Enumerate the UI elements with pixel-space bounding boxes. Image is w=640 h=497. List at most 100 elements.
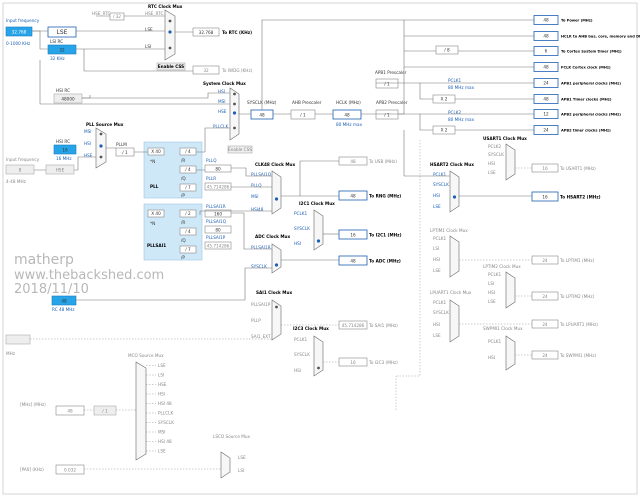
pll-source-title: PLL Source Mux [86,122,124,127]
adc-value-box [338,255,368,266]
lptim1-mux-shape[interactable] [449,235,460,278]
lptim2-in4: LSE [488,299,496,304]
sysclk-value: 48 [259,113,265,118]
lptim2-in1: PCLK1 [488,272,502,277]
usart1-mux-shape[interactable] [505,143,516,181]
pllsai1-r-select[interactable] [179,209,197,218]
i2c3-in1: PCLK1 [294,337,308,342]
swpmi1-mux-shape[interactable] [505,335,516,371]
mco-source-item: HSE [158,382,167,387]
lsi-unit: 32 KHz [50,56,66,61]
i2c3-in3: HSI [294,368,301,373]
sai1-value: 45.714286 [342,323,365,328]
lptim1-label: To LPTIM1 (MHz) [559,258,595,263]
adc-wires [76,212,339,301]
pa0-box[interactable] [55,464,85,475]
mco-mux-shape[interactable] [135,361,147,461]
pllsai1-n-select[interactable] [147,209,165,218]
lpuart1-mux-shape[interactable] [449,299,460,343]
i2c3-mux-shape[interactable] [313,335,324,377]
swpmi1-wires [396,140,532,377]
adc-sel [274,263,279,267]
lse-split-wire [32,30,48,50]
pll-sel-msi [99,132,103,136]
sai1-mux-shape[interactable] [271,299,282,341]
rtc-hse-rtc: HSE_RTC [145,11,163,16]
hsi48-value2: 48 [61,299,67,304]
pll-label: PLL [150,184,159,189]
sysclk-enable-css-button[interactable] [227,145,253,154]
lpuart1-label: To LPUART1 (MHz) [559,322,598,327]
pll-p-label: /P [181,193,185,198]
pllr-out-label: PLLR [206,176,216,181]
apb2-prescaler-select[interactable] [375,109,399,120]
sysclk-in-hsi: HSI [218,89,225,94]
rtc-enable-css-button[interactable] [156,62,186,71]
lse-freq-input[interactable] [5,26,33,37]
pllsai1-p-select[interactable] [179,245,197,254]
mco-div-select[interactable] [93,405,117,416]
rng-value: 48 [350,194,356,199]
output-value-box [533,78,559,88]
i2c1-value: 16 [350,233,356,238]
pclk2-label: PCLK2 [448,110,462,115]
mhz-label: MHz [6,351,16,356]
clk48-in4: HSI48 [251,207,264,212]
pll-n-label: *N [150,159,155,164]
pllsai1-q-label: /Q [181,238,186,243]
swpmi1-value: 24 [542,353,548,358]
mco-source-item: LSI [158,373,164,378]
sysclk-mux-title: System Clock Mux [203,81,246,86]
usart1-in3: HSI [488,161,495,166]
pll-r-select[interactable] [179,147,197,156]
hse-freq-label: Input frequency [6,157,40,162]
rtc-div-box[interactable] [109,12,125,21]
lse-box [47,26,77,38]
mco-source-item: SYSCLK [158,420,174,425]
lsco-wires [84,376,397,470]
pllq-out-box [204,164,232,173]
i2s-box[interactable] [55,405,85,416]
pll-p-select[interactable] [179,183,197,192]
adc-mux-shape[interactable] [271,243,282,274]
lsco-mux-shape[interactable] [220,451,231,479]
sai1-wires [30,324,339,340]
clk48-mux-shape[interactable] [271,170,282,215]
sysclk-in-hse: HSE [218,109,227,114]
i2c1-mux-shape[interactable] [313,209,324,251]
ahb-prescaler-select[interactable] [290,109,316,120]
lpuart1-in2: SYSCLK [433,310,449,315]
pllsai1-q-select[interactable] [179,227,197,236]
pllsai1r-out-value: 160 [214,212,222,217]
rtc-mux-shape[interactable] [164,9,176,61]
pllsai1-p-value: / 7 [185,247,191,252]
usart1-in2: SYSCLK [488,152,504,157]
pll-n-select[interactable] [147,147,165,156]
pllsai1-r-label: /R [181,220,185,225]
hsi-rc-label: HSI RC [56,88,70,93]
cortex-div8[interactable] [435,45,459,55]
hsart2-mux-shape[interactable] [449,170,460,213]
lptim2-value-box [531,291,559,301]
output-value-box [533,109,559,119]
lptim2-mux-shape[interactable] [505,271,516,309]
pll-q-select[interactable] [179,165,197,174]
clk48-title: CLK48 Clock Mux [255,162,296,167]
hsart2-wires [403,130,532,197]
output-value: 24 [543,81,549,86]
pllsai1p-out-value: 45.714286 [207,244,230,249]
rtc-lsi-label: LSI [145,44,151,49]
apb1-prescaler-select[interactable] [375,78,399,89]
hse-label: HSE [56,168,65,173]
usart1-title: USART1 Clock Mux [483,136,527,141]
hse-freq-input[interactable] [5,164,35,175]
lptim1-in1: PCLK1 [433,236,447,241]
pllsai1r-out-box [204,209,232,218]
rtc-value: 32.768 [199,30,214,35]
hclk-input[interactable] [332,109,362,120]
pll-source-mux-shape[interactable] [95,127,107,169]
lsi-box [47,44,77,55]
clk48-wires [82,95,339,215]
pllsai1-label: PLLSAI1 [147,243,166,248]
pll-n-value: X 40 [151,149,161,154]
